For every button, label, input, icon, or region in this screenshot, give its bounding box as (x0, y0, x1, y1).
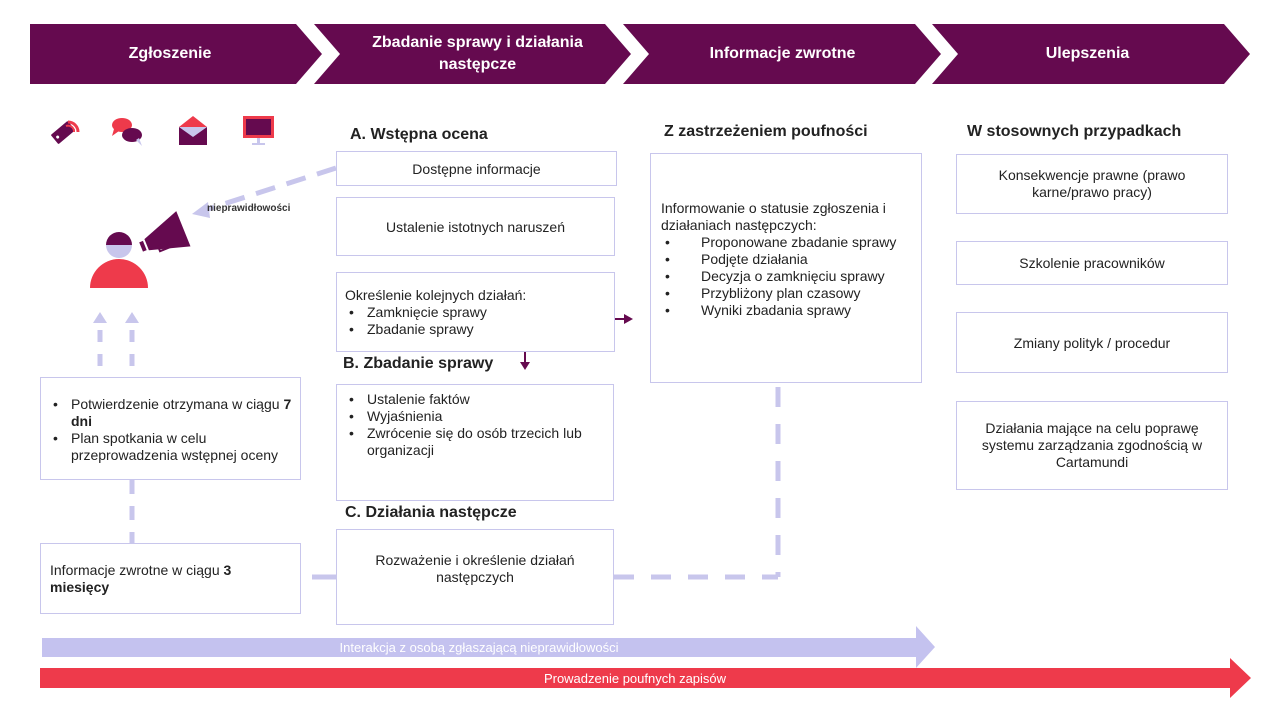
policy-changes-box: Zmiany polityk / procedur (956, 312, 1228, 373)
status-item: Proponowane zbadanie sprawy (661, 234, 911, 251)
envelope-icon (179, 116, 207, 145)
next-actions-box: Określenie kolejnych działań: Zamknięcie… (336, 272, 615, 352)
investigation-item: Zwrócenie się do osób trzecich lub organ… (345, 425, 605, 459)
phase-chevron-1 (30, 24, 322, 84)
phase-chevron-2 (314, 24, 631, 84)
person-megaphone-icon (90, 211, 191, 288)
confidentiality-title: Z zastrzeżeniem poufności (664, 123, 868, 140)
arrowhead-close-case (624, 314, 633, 324)
legal-consequences-box: Konsekwencje prawne (prawo karne/prawo p… (956, 154, 1228, 214)
status-item: Przybliżony plan czasowy (661, 285, 911, 302)
ack-item-2: Plan spotkania w celu przeprowadzenia ws… (49, 430, 292, 464)
status-info-box: Informowanie o statusie zgłoszenia i dzi… (650, 153, 922, 383)
phase-chevron-4 (932, 24, 1250, 84)
next-action-item: Zbadanie sprawy (345, 321, 606, 338)
ack-item-1: Potwierdzenie otrzymana w ciągu 7 dni (49, 396, 292, 430)
investigation-box: Ustalenie faktów Wyjaśnienia Zwrócenie s… (336, 384, 614, 501)
chat-icon (112, 118, 142, 146)
report-arrow-label: nieprawidłowości (207, 203, 291, 214)
compliance-improvement-box: Działania mające na celu poprawę systemu… (956, 401, 1228, 490)
available-info-box: Dostępne informacje (336, 151, 617, 186)
status-intro: Informowanie o statusie zgłoszenia i dzi… (661, 200, 886, 233)
acknowledgement-box: Potwierdzenie otrzymana w ciągu 7 dni Pl… (40, 377, 301, 480)
phase-label-3: Informacje zwrotne (709, 45, 856, 63)
interaction-band-label: Interakcja z osobą zgłaszającą nieprawid… (339, 640, 619, 655)
violations-box: Ustalenie istotnych naruszeń (336, 197, 615, 256)
arrowhead-report (192, 202, 210, 218)
training-box: Szkolenie pracowników (956, 241, 1228, 285)
next-actions-heading: Określenie kolejnych działań: (345, 287, 527, 303)
phase-chevrons (30, 24, 1250, 84)
section-b-title: B. Zbadanie sprawy (343, 355, 494, 372)
next-action-item: Zamknięcie sprawy (345, 304, 606, 321)
follow-up-box: Rozważenie i określenie działań następcz… (336, 529, 614, 625)
status-item: Wyniki zbadania sprawy (661, 302, 911, 319)
applicable-cases-title: W stosownych przypadkach (967, 123, 1182, 140)
phase-label-4: Ulepszenia (1045, 45, 1130, 63)
status-item: Podjęte działania (661, 251, 911, 268)
feedback-deadline-box: Informacje zwrotne w ciągu 3 miesięcy (40, 543, 301, 614)
arrowhead-up-left (93, 312, 107, 323)
records-band-label: Prowadzenie poufnych zapisów (543, 671, 727, 686)
phone-icon (51, 120, 80, 144)
phase-label-1: Zgłoszenie (128, 45, 212, 63)
status-item: Decyzja o zamknięciu sprawy (661, 268, 911, 285)
arrowhead-investigate (520, 362, 530, 370)
band-interaction (42, 626, 935, 668)
investigation-item: Ustalenie faktów (345, 391, 605, 408)
phase-label-2: Zbadanie sprawy i działania następcze (372, 34, 583, 73)
monitor-icon (243, 116, 274, 145)
dashed-connector-report (204, 165, 337, 213)
section-c-title: C. Działania następcze (345, 504, 517, 521)
arrowhead-up-right (125, 312, 139, 323)
phase-chevron-3 (623, 24, 941, 84)
investigation-item: Wyjaśnienia (345, 408, 605, 425)
section-a-title: A. Wstępna ocena (350, 126, 488, 143)
band-records (40, 658, 1251, 698)
